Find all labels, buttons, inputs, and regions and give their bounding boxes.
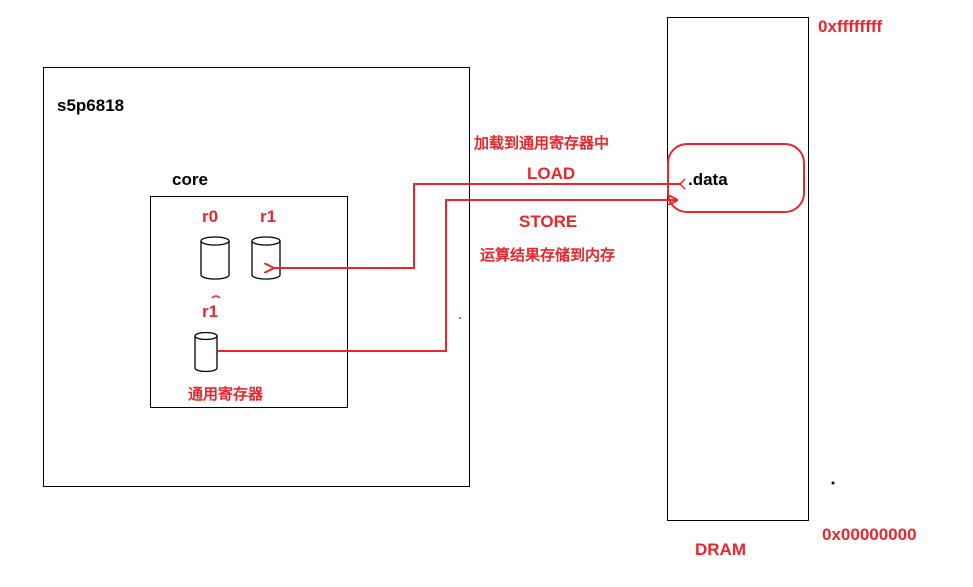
register-r1-label: r1: [260, 207, 277, 226]
store-arrow: [218, 200, 676, 352]
stray-dot: [831, 481, 835, 485]
register-r0-label: r0: [202, 207, 219, 226]
core-box: [150, 196, 348, 408]
load-description: 加载到通用寄存器中: [474, 134, 610, 152]
data-section-label: .data: [688, 170, 728, 189]
data-section-region: [667, 143, 805, 213]
general-register-label: 通用寄存器: [188, 385, 264, 403]
bottom-address: 0x00000000: [822, 525, 917, 544]
load-label: LOAD: [527, 164, 576, 183]
store-description: 运算结果存储到内存: [480, 246, 616, 264]
top-address: 0xffffffff: [818, 17, 883, 36]
core-label: core: [172, 170, 208, 189]
dram-block: [667, 17, 809, 521]
register-r1-cylinder: [251, 236, 281, 280]
register-r0-cylinder: [200, 236, 230, 280]
load-arrow: [272, 183, 680, 268]
register-r1-target-label: r1: [202, 302, 219, 321]
stray-dot-red: [459, 317, 461, 319]
chip-label: s5p6818: [57, 96, 125, 115]
r1-tilde-mark: [211, 295, 221, 299]
store-label: STORE: [519, 212, 578, 231]
dram-label: DRAM: [695, 540, 746, 559]
register-r1-target-cylinder: [194, 331, 218, 373]
